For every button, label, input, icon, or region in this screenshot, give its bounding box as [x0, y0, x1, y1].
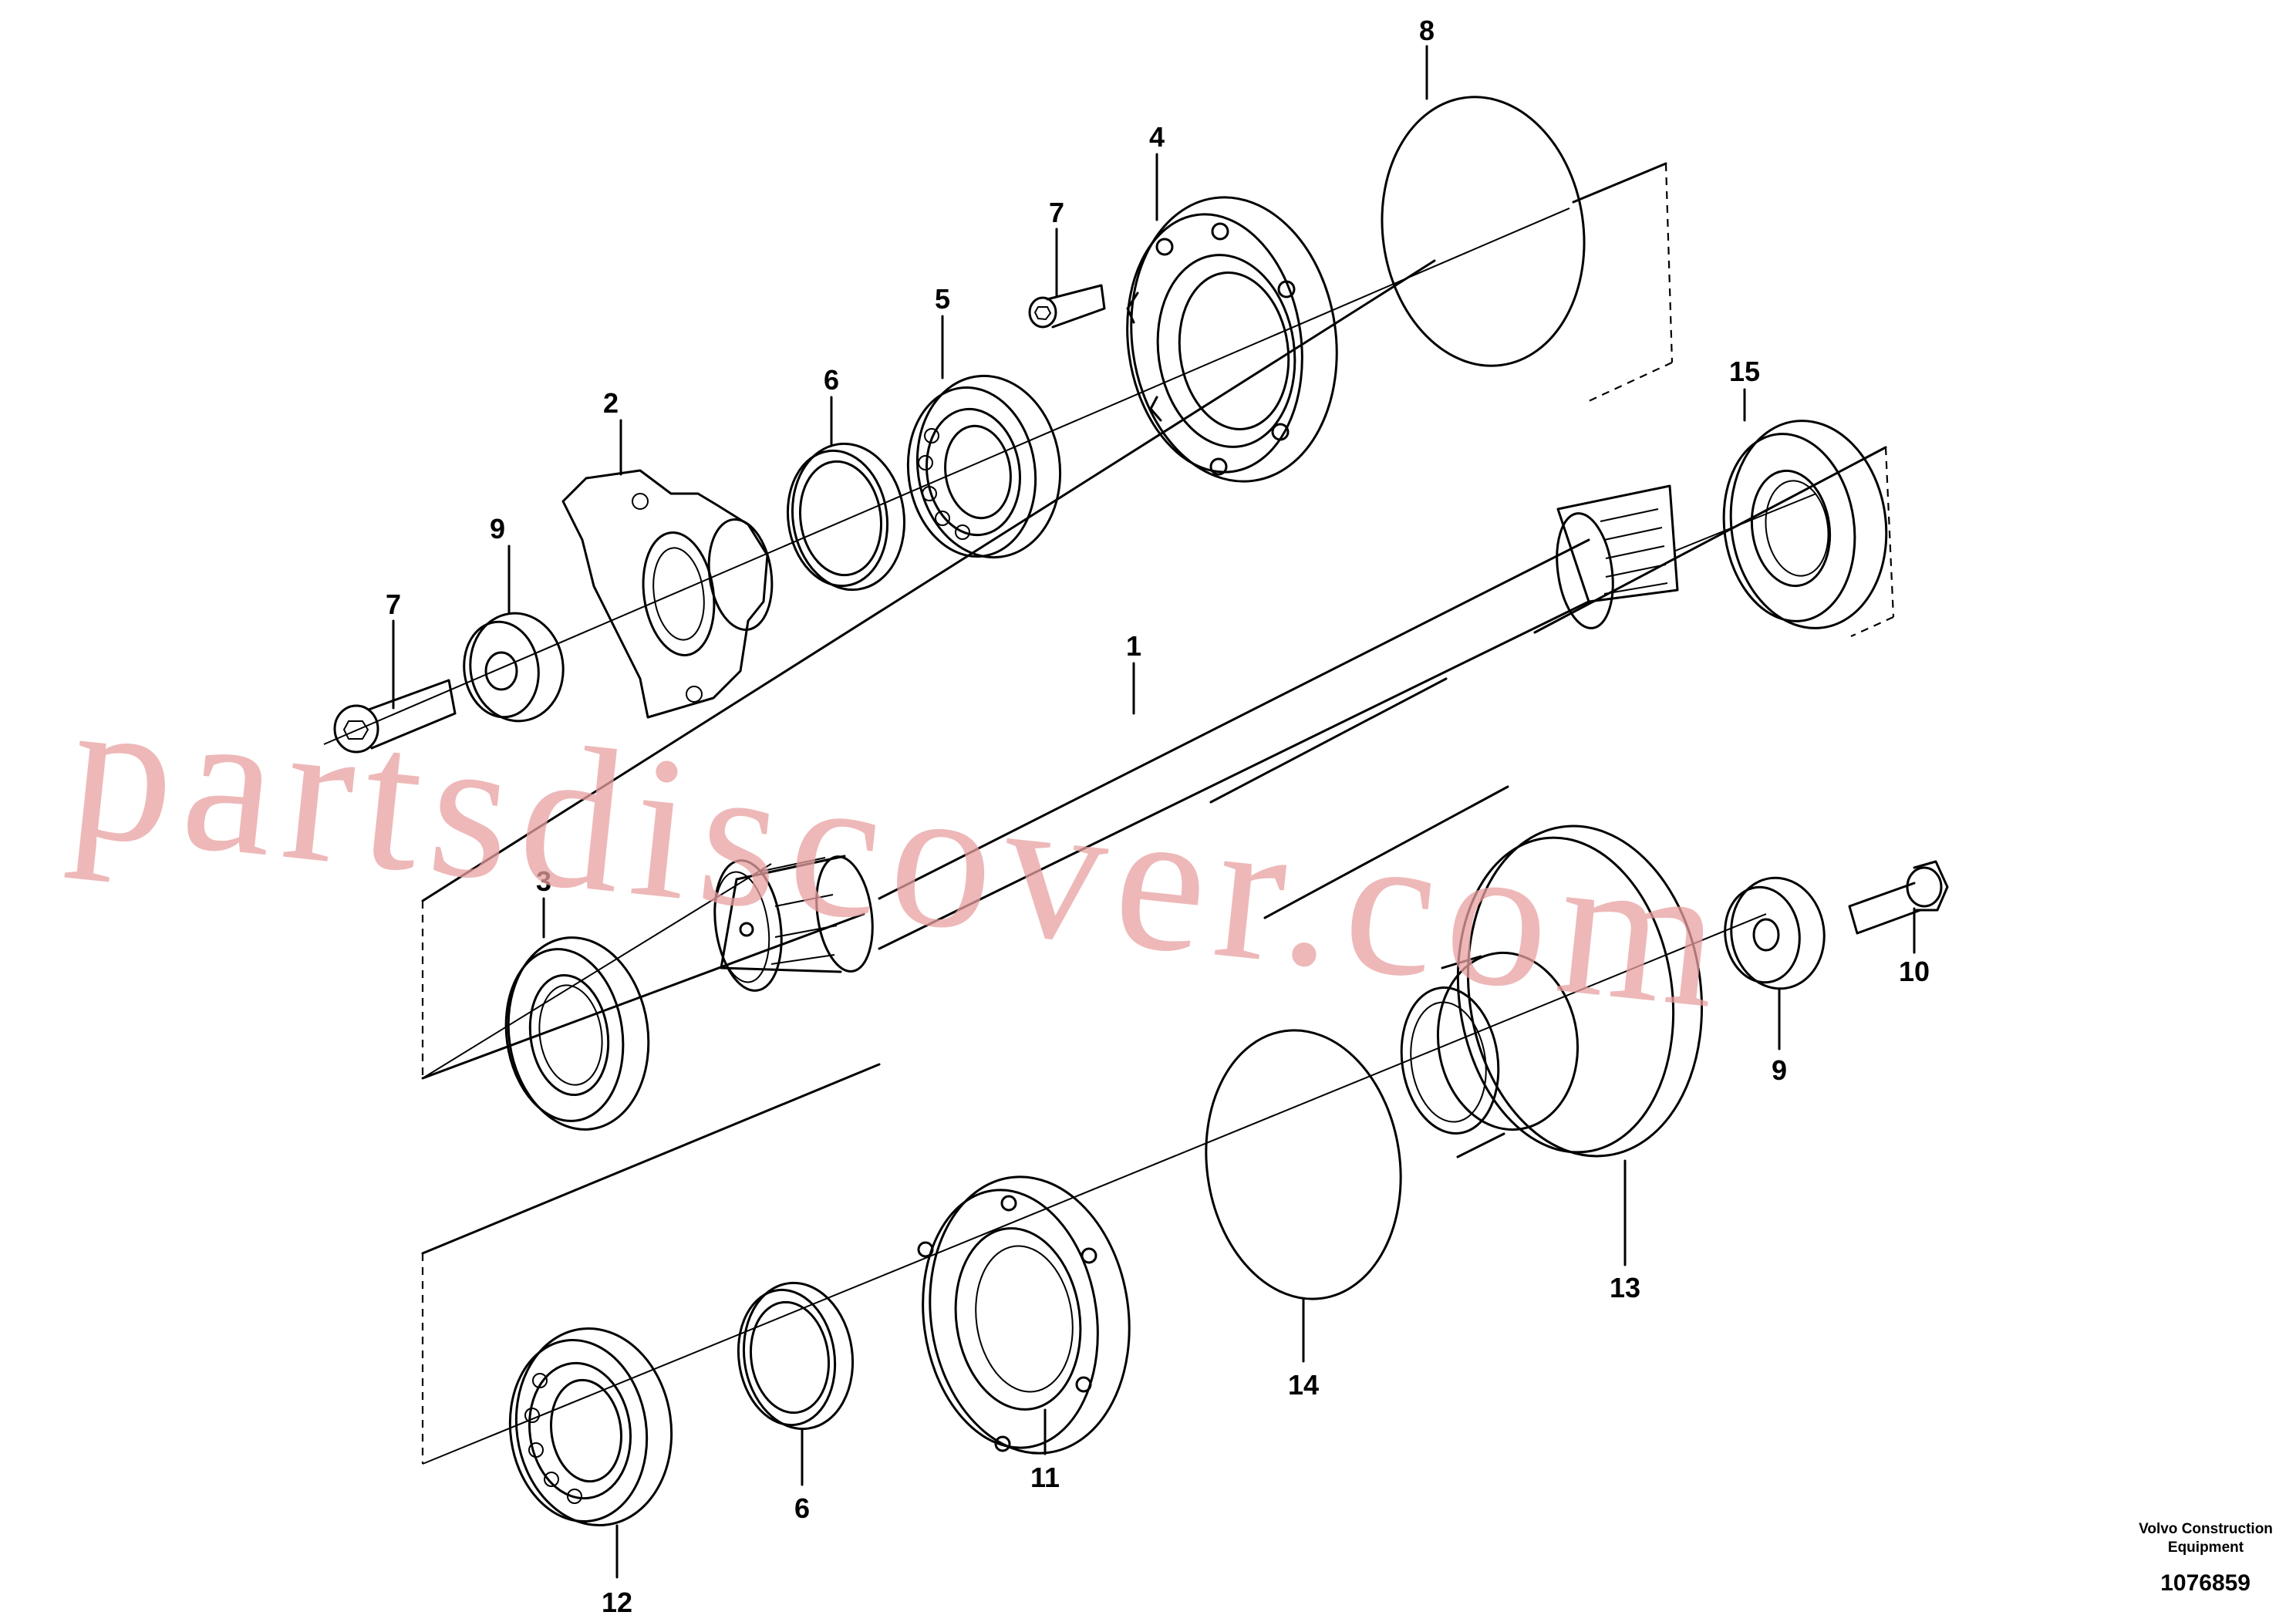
part-7-bolt-lower [333, 679, 457, 754]
part-6-seal-ring-lower [737, 1281, 855, 1431]
callout-12: 12 [602, 1587, 632, 1618]
part-11-bearing-cover [917, 1175, 1131, 1455]
part-15-seal [1722, 420, 1888, 629]
part-12-ball-bearing [508, 1327, 673, 1527]
watermark: partsdiscover.com [61, 653, 1741, 1052]
callout-8: 8 [1419, 15, 1435, 46]
watermark-text: partsdiscover.com [61, 653, 1741, 1052]
part-7-bolt-upper [1028, 284, 1106, 329]
part-13-brake-disc [1400, 824, 1704, 1158]
part-9-washer-lower [1724, 876, 1826, 990]
callout-1: 1 [1126, 630, 1141, 662]
callout-7: 7 [386, 588, 401, 620]
callout-14: 14 [1288, 1369, 1319, 1401]
callout-6: 6 [794, 1492, 810, 1524]
callout-7: 7 [1049, 197, 1064, 228]
callout-9: 9 [1772, 1054, 1787, 1086]
callout-2: 2 [603, 387, 619, 419]
leader-lines [392, 45, 1916, 1579]
brand-line-1: Volvo Construction [2139, 1521, 2273, 1537]
callout-3: 3 [536, 865, 551, 897]
callout-15: 15 [1729, 356, 1760, 387]
assembly-outline-lines [421, 162, 1887, 1255]
callout-13: 13 [1610, 1272, 1640, 1303]
part-4-bearing-housing [1126, 196, 1338, 483]
assembly-box-upper [1588, 163, 1674, 402]
part-10-bolt [1848, 860, 1949, 935]
callout-9: 9 [490, 513, 505, 545]
document-number: 1076859 [2160, 1570, 2250, 1596]
callout-5: 5 [935, 283, 950, 315]
part-2-flange-yoke [561, 469, 774, 719]
part-5-ball-bearing [906, 374, 1062, 559]
callout-11: 11 [1030, 1462, 1060, 1493]
callout-4: 4 [1149, 121, 1165, 153]
assembly-box-right [1850, 447, 1895, 638]
brand-line-2: Equipment [2168, 1539, 2244, 1556]
callout-6: 6 [824, 364, 839, 396]
part-8-o-ring [1381, 96, 1586, 367]
part-1-shaft [713, 484, 1679, 992]
callout-labels: 8 4 7 5 6 2 9 7 15 1 3 10 9 13 14 11 6 1… [386, 15, 1930, 1618]
part-6-seal-ring-upper [786, 442, 906, 592]
part-3-seal [504, 936, 650, 1131]
callout-10: 10 [1899, 956, 1930, 987]
part-14-o-ring [1205, 1029, 1402, 1300]
